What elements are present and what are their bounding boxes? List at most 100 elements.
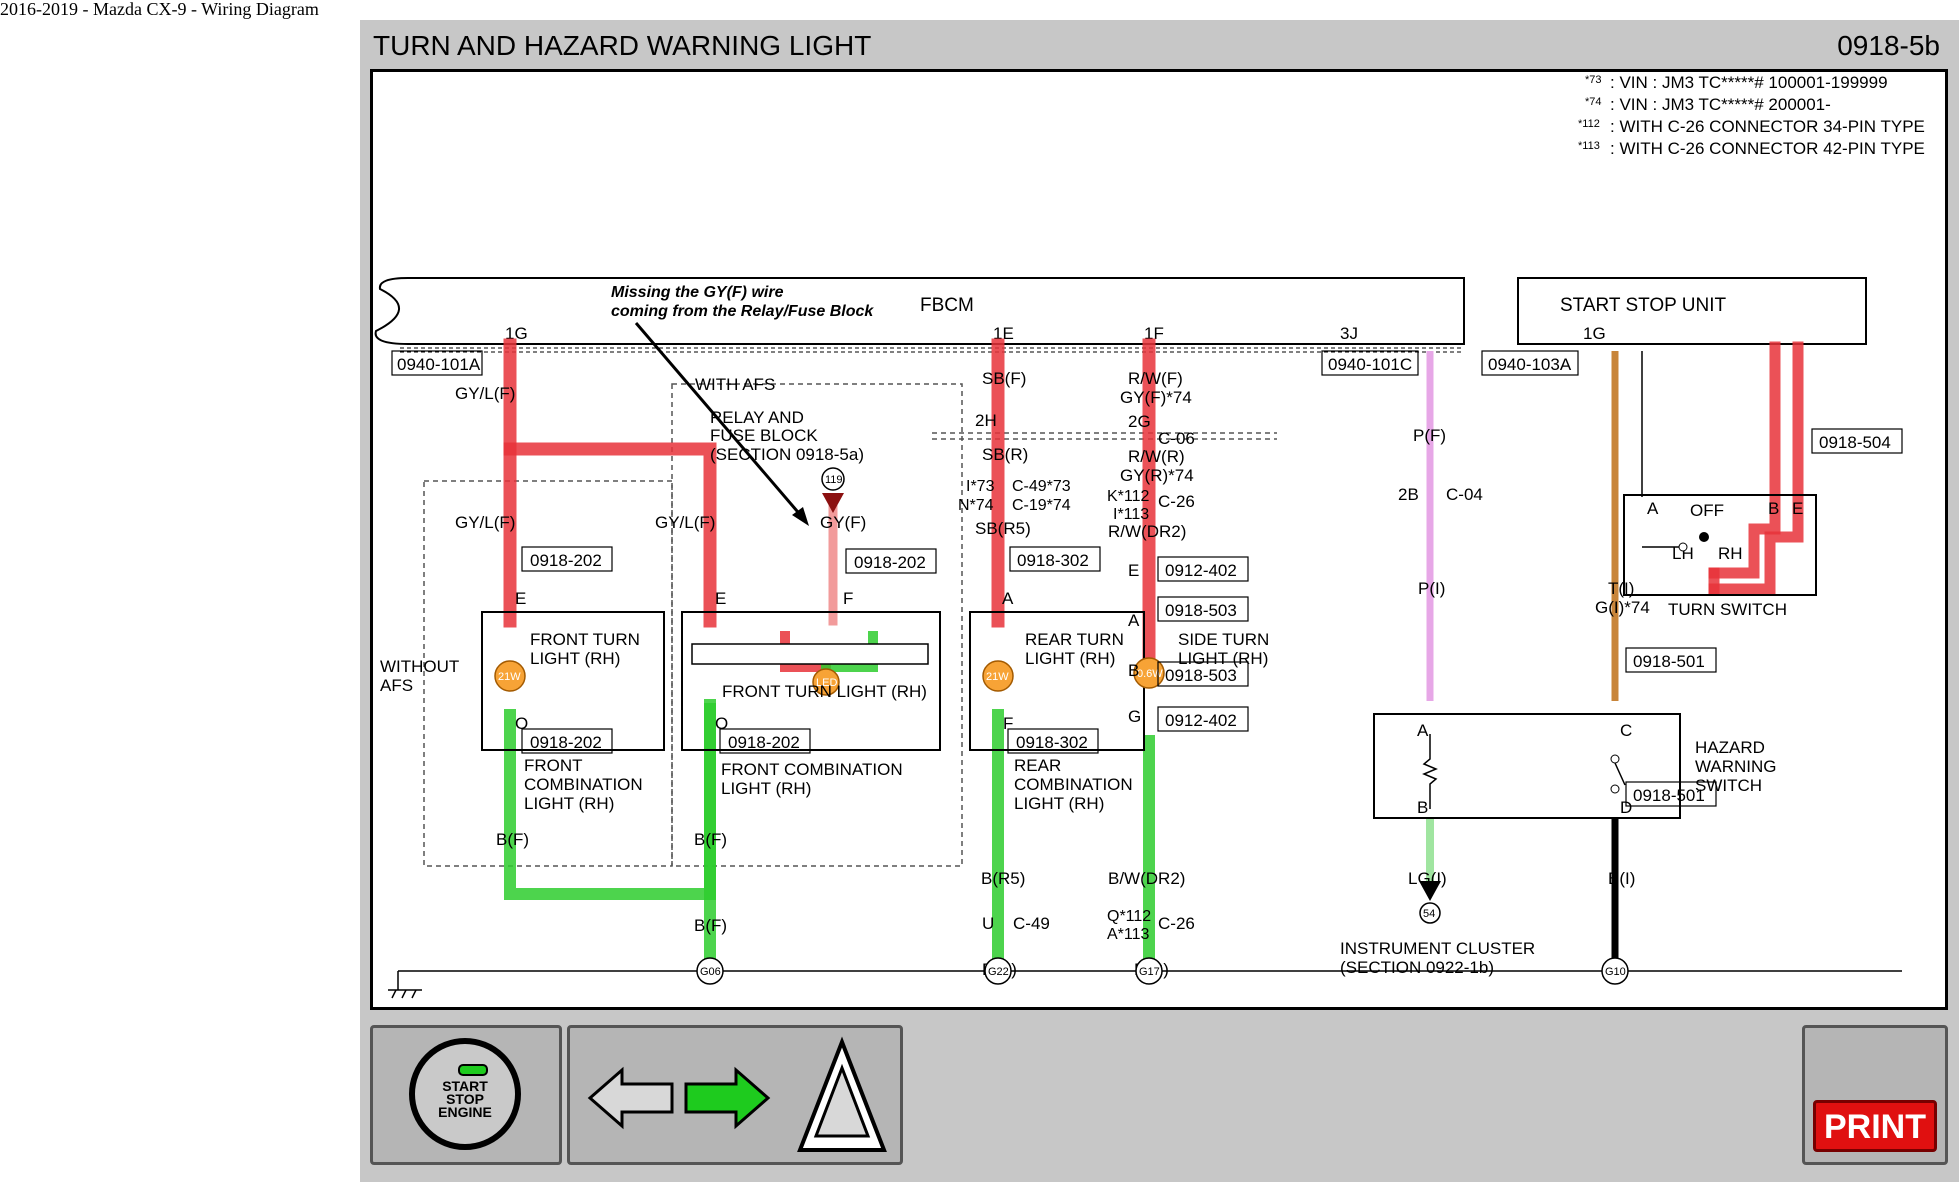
pin-label: A [1647, 499, 1659, 518]
pin-label: 3J [1340, 324, 1358, 343]
wire-label: P(F) [1413, 426, 1446, 445]
ground-label: G17 [1139, 966, 1160, 978]
hazard-label: HAZARD [1695, 738, 1765, 757]
fbcm-box [374, 277, 1465, 345]
annotation-line2: coming from the Relay/Fuse Block [611, 303, 874, 320]
connector-label: 0918-501 [1633, 652, 1705, 671]
pin-label: 1F [1144, 324, 1164, 343]
right-arrow-icon[interactable] [684, 1066, 771, 1130]
splice-label: C-19*74 [1012, 497, 1071, 514]
start-stop-unit-box [1517, 277, 1867, 345]
annotation-line1: Missing the GY(F) wire [611, 284, 784, 301]
component-label: FRONT [524, 756, 583, 775]
ground-point [1601, 957, 1629, 985]
wire-label: R/W(R) [1128, 447, 1185, 466]
splice-label: C-49*73 [1012, 478, 1071, 495]
start-stop-engine-button[interactable]: START STOP ENGINE [370, 1025, 562, 1165]
diagram-title: TURN AND HAZARD WARNING LIGHT [373, 30, 872, 61]
right-arrow-button[interactable] [684, 1066, 771, 1130]
led-module-bar [691, 643, 929, 665]
pin-label: A [1002, 589, 1014, 608]
pin-label: E [1128, 561, 1139, 580]
connector-box [1009, 546, 1101, 572]
switch-label: LH [1672, 544, 1694, 563]
component-label: REAR TURN [1025, 630, 1124, 649]
bulb-21w [494, 660, 526, 692]
left-arrow-icon[interactable] [587, 1066, 674, 1130]
splice-label: C-06 [1158, 429, 1195, 448]
connector-label: 0918-202 [854, 553, 926, 572]
wire-label: T(I) [1608, 579, 1634, 598]
instrument-label: INSTRUMENT CLUSTER [1340, 939, 1535, 958]
splice-label: C-26 [1158, 914, 1195, 933]
wire-label: SB(R5) [975, 519, 1031, 538]
start-stop-label: START STOP ENGINE [438, 1078, 492, 1120]
ref-circle [1419, 902, 1441, 924]
ground-point [696, 957, 724, 985]
splice-label: C-26 [1158, 492, 1195, 511]
hazard-switch-box [1373, 713, 1681, 819]
hazard-triangle-inner-icon [813, 1063, 871, 1138]
component-label: LIGHT (RH) [524, 794, 614, 813]
pin-label: B [1128, 661, 1139, 680]
ref-label: 54 [1423, 908, 1435, 920]
component-label: REAR [1014, 756, 1061, 775]
ref-label: 119 [825, 474, 843, 486]
pin-label: C [1620, 721, 1632, 740]
pin-label: 2G [1128, 412, 1151, 431]
switch-contact [1610, 754, 1620, 764]
turn-switch-box [1623, 494, 1817, 596]
ground-point [1135, 957, 1163, 985]
wire-label: U [982, 914, 994, 933]
with-afs-label: WITH AFS [695, 375, 775, 394]
connector-label: 0912-402 [1165, 561, 1237, 580]
component-label: SIDE TURN [1178, 630, 1269, 649]
note-ref: *112 [1578, 118, 1600, 130]
connector-box [391, 350, 483, 376]
wire-label: B(F) [694, 830, 727, 849]
pin-label: F [843, 589, 853, 608]
hazard-label: WARNING [1695, 757, 1777, 776]
connector-box [1321, 350, 1419, 376]
connector-box [1157, 556, 1249, 582]
splice-label: Q*112 [1107, 908, 1151, 925]
pin-label: A [1417, 721, 1429, 740]
connector-label: 0918-302 [1016, 733, 1088, 752]
nav-icons [587, 1036, 887, 1152]
note-text: : VIN : JM3 TC*****# 200001- [1610, 95, 1831, 114]
left-arrow-button[interactable] [587, 1066, 674, 1130]
wire-label: B(F) [694, 916, 727, 935]
start-stop-icon: START STOP ENGINE [409, 1038, 521, 1150]
connector-box [1157, 596, 1249, 622]
component-label: LIGHT (RH) [1025, 649, 1115, 668]
ground-label: G10 [1605, 966, 1626, 978]
ground-icon [391, 989, 397, 999]
wire-label: B(R5) [981, 869, 1025, 888]
hazard-switch-blade [1614, 762, 1626, 786]
bulb-label: 21W [498, 671, 521, 683]
ground-label: G06 [700, 966, 721, 978]
splice-label: I*113 [1113, 506, 1149, 523]
hazard-button[interactable] [797, 1036, 887, 1152]
wire-label: P(I) [1418, 579, 1445, 598]
hazard-label: SWITCH [1695, 776, 1762, 795]
print-button[interactable]: PRINT [1813, 1100, 1937, 1152]
without-afs-box [423, 480, 673, 867]
component-label: LIGHT (RH) [530, 649, 620, 668]
component-label: COMBINATION [524, 775, 643, 794]
bulb-21w [982, 660, 1014, 692]
component-label: FRONT TURN LIGHT (RH) [722, 682, 927, 701]
connector-label: 0918-202 [530, 733, 602, 752]
annotation-arrowhead [792, 507, 809, 526]
without-afs-label: AFS [380, 676, 413, 695]
connector-box [1481, 350, 1579, 376]
pin-label: E [1792, 499, 1803, 518]
splice-label: A*113 [1107, 926, 1150, 943]
navigation-panel [567, 1025, 903, 1165]
ref-circle [821, 467, 845, 491]
splice-label: I*73 [966, 478, 995, 495]
component-label: FRONT TURN [530, 630, 640, 649]
connector-box [521, 728, 613, 754]
pin-label: G [1128, 707, 1141, 726]
pin-label: 1G [505, 324, 528, 343]
